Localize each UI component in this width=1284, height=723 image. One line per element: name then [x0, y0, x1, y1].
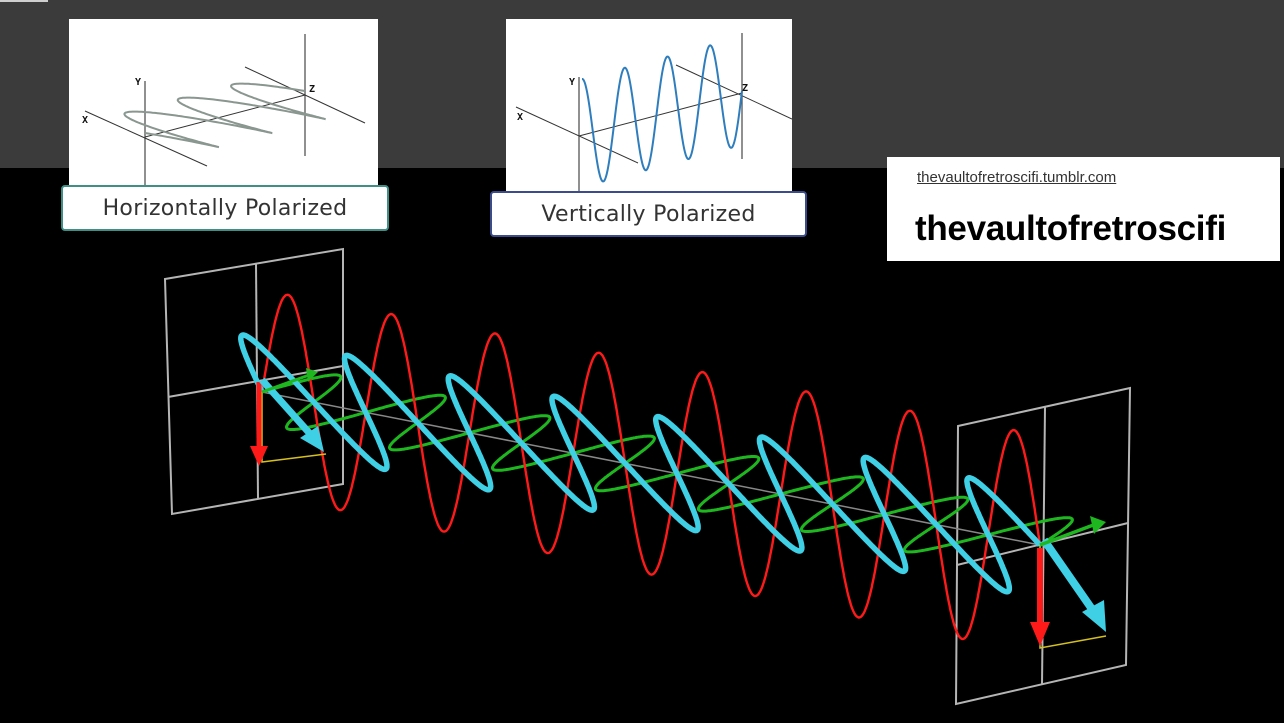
vertical-wave-plot: Y X Z [515, 33, 792, 191]
propagation-axis [261, 391, 1041, 546]
horizontal-wave-plot: Y X Z [82, 34, 366, 185]
watermark-name: thevaultofretroscifi [915, 209, 1226, 248]
corner-bar [0, 0, 48, 2]
diagonal-arrow-icon [259, 377, 324, 452]
electric-field-wave [260, 293, 1042, 641]
y-axis-label: Y [569, 77, 575, 88]
down-arrow-icon [1030, 548, 1050, 646]
x-axis-far-line [675, 64, 792, 120]
watermark-url-link[interactable]: thevaultofretroscifi.tumblr.com [917, 169, 1117, 186]
down-arrow-icon [250, 382, 268, 466]
magnetic-field-wave [261, 373, 1074, 554]
y-axis-label: Y [135, 77, 141, 88]
propagation-axis-line [578, 92, 743, 137]
right-vector-trace [1039, 545, 1107, 649]
right-frame [954, 386, 1132, 706]
diagonal-arrow-icon [1040, 537, 1106, 632]
vertical-caption: Vertically Polarized [490, 191, 807, 237]
propagation-axis-line [144, 94, 306, 138]
x-axis-label: X [82, 115, 88, 126]
horizontal-polarization-figure: Y X Z [69, 19, 378, 185]
left-frame [163, 247, 344, 516]
magnetic-arrow-icon [261, 368, 318, 394]
horizontal-wave-curve [123, 82, 326, 149]
x-axis-line [515, 106, 639, 164]
vertical-wave-curve [581, 44, 743, 183]
left-vector-trace [261, 392, 327, 463]
resultant-field-wave [238, 332, 1042, 595]
x-axis-label: X [517, 112, 523, 123]
frames-group [163, 247, 1132, 706]
horizontal-caption: Horizontally Polarized [61, 185, 389, 231]
magnetic-arrow-icon [1039, 516, 1106, 547]
watermark-box: thevaultofretroscifi.tumblr.com thevault… [887, 157, 1280, 261]
vertical-polarization-figure: Y X Z [506, 19, 792, 191]
z-axis-label: Z [309, 84, 315, 95]
x-axis-far-line [244, 66, 366, 124]
x-axis-line [84, 110, 208, 167]
z-axis-label: Z [742, 83, 748, 94]
